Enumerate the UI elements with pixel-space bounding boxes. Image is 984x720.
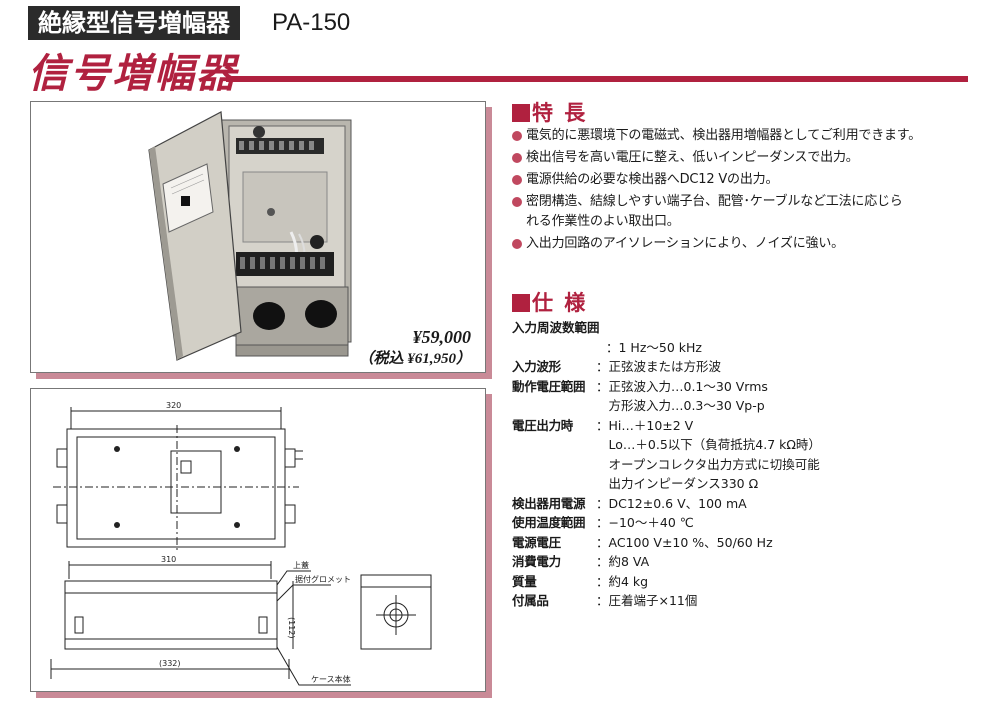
bullet-icon [512, 239, 522, 249]
spec-value: ：正弦波入力…0.1〜30 Vrms [596, 378, 768, 394]
feature-text: 電気的に悪環境下の電磁式、検出器用増幅器としてご利用できます。 [526, 128, 922, 143]
spec-value: 方形波入力…0.3〜30 Vp-p [596, 398, 765, 413]
spec-value: Lo…＋0.5以下（負荷抵抗4.7 kΩ時） [596, 437, 821, 452]
dim-bottom-width: (332) [159, 659, 181, 668]
feature-text: 検出信号を高い電圧に整え、低いインピーダンスで出力。 [526, 150, 859, 165]
category-label: 絶縁型信号増幅器 [28, 6, 240, 40]
spec-row: 電源電圧 ：AC100 V±10 %、50/60 Hz [512, 533, 972, 553]
specs-heading-text: 仕 様 [532, 291, 588, 315]
spec-label: 使用温度範囲 [512, 515, 586, 530]
bullet-icon [512, 197, 522, 207]
spec-row: 消費電力 ：約8 VA [512, 552, 972, 572]
label-grommet: 据付グロメット [295, 574, 351, 584]
spec-label: 付属品 [512, 593, 549, 608]
spec-label: 質量 [512, 573, 537, 589]
feature-item: 電源供給の必要な検出器へDC12 Vの出力。 [512, 170, 972, 190]
title-rule [226, 76, 968, 82]
dim-mid-width: 310 [161, 555, 176, 564]
spec-value: ：約4 kg [596, 573, 649, 589]
heading-square-icon [512, 294, 530, 312]
product-photo-frame: ¥59,000 （税込 ¥61,950） [30, 101, 486, 373]
feature-item: 電気的に悪環境下の電磁式、検出器用増幅器としてご利用できます。 [512, 126, 972, 146]
spec-label: 電圧出力時 [512, 417, 574, 433]
price-list: ¥59,000 [412, 327, 472, 347]
dimension-drawing-frame: 320 310 (332) (112) 上蓋 据付グロメット ケース本体 [30, 388, 486, 692]
page-title: 信号増幅器 [28, 51, 238, 97]
spec-row: 入力波形 ：正弦波または方形波 [512, 357, 972, 377]
spec-value: ：約8 VA [596, 554, 650, 569]
feature-text: 電源供給の必要な検出器へDC12 Vの出力。 [526, 172, 779, 187]
spec-value: オープンコレクタ出力方式に切換可能 [596, 456, 820, 472]
price-tax-included: （税込 ¥61,950） [358, 351, 471, 367]
feature-text: 入出力回路のアイソレーションにより、ノイズに強い。 [526, 236, 844, 251]
features-heading-text: 特 長 [532, 101, 588, 125]
spec-row: 動作電圧範囲 ：正弦波入力…0.1〜30 Vrms 方形波入力…0.3〜30 V… [512, 377, 972, 416]
spec-label-frequency: 入力周波数範囲 [512, 320, 600, 335]
spec-label: 消費電力 [512, 554, 561, 569]
spec-row: 付属品 ：圧着端子×11個 [512, 591, 972, 611]
spec-value: ：圧着端子×11個 [596, 593, 698, 608]
label-cover: 上蓋 [293, 560, 309, 570]
spec-value: ：DC12±0.6 V、100 mA [596, 495, 747, 511]
dimension-drawing: 320 310 (332) (112) 上蓋 据付グロメット ケース本体 [50, 401, 432, 686]
dim-top-width: 320 [166, 401, 181, 410]
spec-value: ：正弦波または方形波 [596, 359, 722, 374]
spec-value: 出力インピーダンス330 Ω [596, 476, 759, 491]
spec-value: ：AC100 V±10 %、50/60 Hz [596, 534, 773, 550]
product-photo [148, 111, 352, 361]
bullet-icon [512, 153, 522, 163]
spec-row: 検出器用電源 ：DC12±0.6 V、100 mA [512, 494, 972, 514]
spec-label: 動作電圧範囲 [512, 378, 586, 394]
feature-item: 入出力回路のアイソレーションにより、ノイズに強い。 [512, 234, 972, 254]
feature-item: 検出信号を高い電圧に整え、低いインピーダンスで出力。 [512, 148, 972, 168]
price-block: ¥59,000 （税込 ¥61,950） [358, 326, 471, 370]
specs-table: 入力周波数範囲 ：1 Hz〜50 kHz 入力波形 ：正弦波または方形波 動作電… [512, 318, 972, 611]
spec-row: 電圧出力時 ：Hi…＋10±2 V Lo…＋0.5以下（負荷抵抗4.7 kΩ時）… [512, 416, 972, 494]
spec-value-frequency: ：1 Hz〜50 kHz [606, 339, 702, 355]
feature-item: 密閉構造、結線しやすい端子台、配管･ケーブルなど工法に応じら [512, 192, 972, 212]
bullet-icon [512, 175, 522, 185]
bullet-icon [512, 131, 522, 141]
feature-text: 密閉構造、結線しやすい端子台、配管･ケーブルなど工法に応じら [526, 194, 903, 209]
model-number: PA-150 [272, 9, 351, 36]
label-case: ケース本体 [311, 674, 351, 684]
spec-label: 電源電圧 [512, 534, 561, 550]
spec-row: 質量 ：約4 kg [512, 572, 972, 592]
specs-heading: 仕 様 [512, 290, 587, 316]
feature-item-continued: れる作業性のよい取出口。 [512, 212, 972, 232]
spec-row: 使用温度範囲 ：−10〜＋40 ℃ [512, 513, 972, 533]
heading-square-icon [512, 104, 530, 122]
features-heading: 特 長 [512, 100, 587, 126]
dim-height: (112) [287, 617, 296, 639]
features-list: 電気的に悪環境下の電磁式、検出器用増幅器としてご利用できます。 検出信号を高い電… [512, 126, 972, 256]
spec-value: ：Hi…＋10±2 V [596, 417, 694, 433]
spec-label: 検出器用電源 [512, 495, 586, 511]
spec-label: 入力波形 [512, 359, 561, 374]
feature-text: れる作業性のよい取出口。 [526, 214, 680, 229]
spec-value: ：−10〜＋40 ℃ [596, 515, 694, 530]
